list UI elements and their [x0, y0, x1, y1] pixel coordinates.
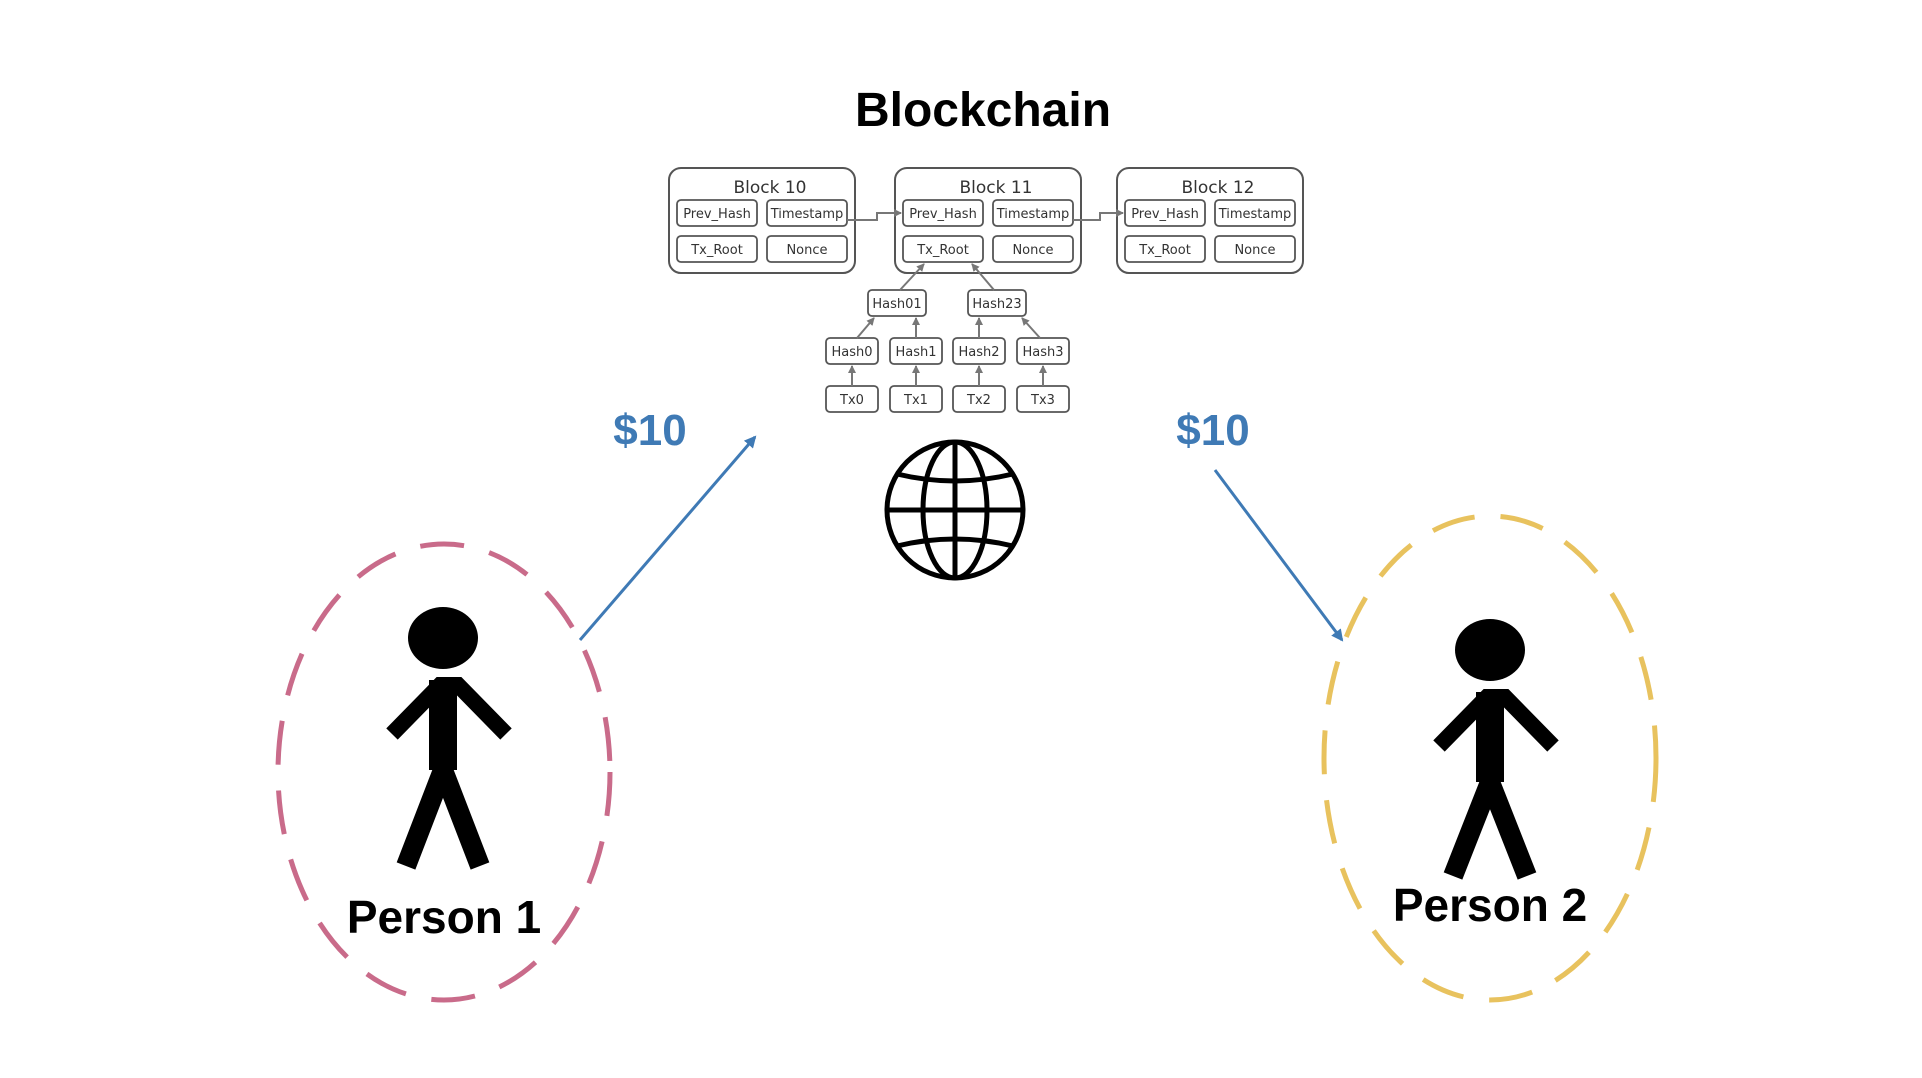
block-11: Block 11 Prev_Hash Timestamp Tx_Root Non… — [894, 167, 1082, 274]
merkle-transactions: Tx0 Tx1 Tx2 Tx3 — [825, 385, 1070, 413]
merkle-node: Hash3 — [1022, 345, 1063, 360]
merkle-node: Hash01 — [872, 297, 921, 312]
person-1-figure — [386, 607, 512, 870]
block-label: Block 12 — [1181, 178, 1254, 198]
transaction-node: Tx0 — [839, 393, 864, 408]
merkle-node: Hash1 — [895, 345, 936, 360]
field-tx-root: Tx_Root — [916, 243, 969, 258]
person-2-label: Person 2 — [1393, 879, 1587, 931]
merkle-node: Hash23 — [972, 297, 1021, 312]
field-prev-hash: Prev_Hash — [683, 207, 751, 222]
block-12: Block 12 Prev_Hash Timestamp Tx_Root Non… — [1116, 167, 1304, 274]
transaction-node: Tx2 — [966, 393, 991, 408]
block-10: Block 10 Prev_Hash Timestamp Tx_Root Non… — [668, 167, 856, 274]
chain-link-10-11 — [847, 209, 902, 221]
field-prev-hash: Prev_Hash — [909, 207, 977, 222]
field-nonce: Nonce — [1012, 243, 1053, 258]
transfer-amount-1: $10 — [613, 406, 686, 455]
transaction-node: Tx1 — [903, 393, 928, 408]
transfer-arrow-to-blockchain — [578, 435, 757, 641]
block-label: Block 10 — [733, 178, 806, 198]
person-2-figure — [1433, 619, 1559, 880]
merkle-arrows — [848, 263, 1047, 386]
person-2-ring — [1321, 513, 1659, 1003]
field-tx-root: Tx_Root — [690, 243, 743, 258]
transaction-node: Tx3 — [1030, 393, 1055, 408]
field-timestamp: Timestamp — [770, 207, 844, 222]
chain-link-11-12 — [1073, 209, 1124, 221]
block-label: Block 11 — [959, 178, 1032, 198]
field-nonce: Nonce — [786, 243, 827, 258]
field-tx-root: Tx_Root — [1138, 243, 1191, 258]
diagram-title: Blockchain — [855, 84, 1111, 137]
field-nonce: Nonce — [1234, 243, 1275, 258]
merkle-node: Hash0 — [831, 345, 872, 360]
person-1-label: Person 1 — [347, 891, 541, 943]
merkle-level-1: Hash01 Hash23 — [867, 289, 1027, 317]
merkle-node: Hash2 — [958, 345, 999, 360]
merkle-level-2: Hash0 Hash1 Hash2 Hash3 — [825, 337, 1070, 365]
field-prev-hash: Prev_Hash — [1131, 207, 1199, 222]
transfer-amount-2: $10 — [1176, 406, 1249, 455]
transfer-arrow-to-person — [1213, 469, 1344, 642]
globe-icon — [884, 439, 1026, 581]
person-1-ring — [275, 541, 613, 1003]
field-timestamp: Timestamp — [996, 207, 1070, 222]
field-timestamp: Timestamp — [1218, 207, 1292, 222]
